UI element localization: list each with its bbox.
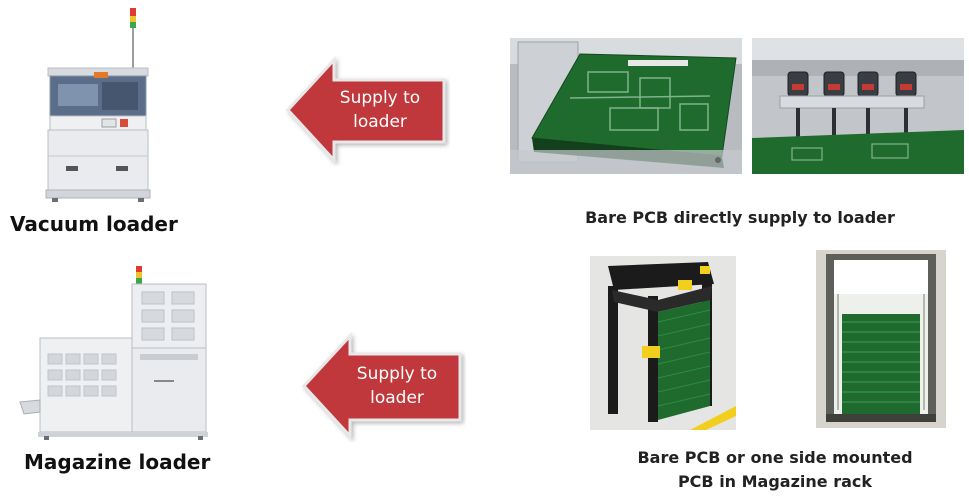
bare-pcb-photo-2: [752, 38, 964, 174]
bare-pcb-photo-1: [510, 38, 742, 174]
supply-arrow-top-text: Supply to loader: [328, 86, 432, 134]
supply-arrow-top: [285, 56, 446, 164]
supply-arrow-bottom-line2: loader: [370, 388, 424, 408]
magazine-rack-photo-2: [816, 250, 946, 428]
magazine-loader-label: Magazine loader: [24, 450, 211, 474]
magazine-rack-photo-1: [590, 256, 736, 430]
bottom-photos-caption: Bare PCB or one side mounted PCB in Maga…: [590, 446, 960, 494]
bottom-caption-line2: PCB in Magazine rack: [677, 472, 873, 491]
bottom-caption-line1: Bare PCB or one side mounted: [637, 448, 913, 467]
vacuum-loader-image: [45, 8, 151, 202]
magazine-loader-image: [19, 266, 208, 440]
supply-arrow-top-line1: Supply to: [339, 88, 421, 108]
supply-arrow-bottom: [301, 332, 462, 440]
supply-arrow-bottom-line1: Supply to: [356, 364, 438, 384]
vacuum-loader-label: Vacuum loader: [10, 212, 178, 236]
supply-arrow-bottom-text: Supply to loader: [344, 362, 450, 410]
top-photos-caption: Bare PCB directly supply to loader: [585, 208, 895, 227]
supply-arrow-top-line2: loader: [353, 112, 407, 132]
